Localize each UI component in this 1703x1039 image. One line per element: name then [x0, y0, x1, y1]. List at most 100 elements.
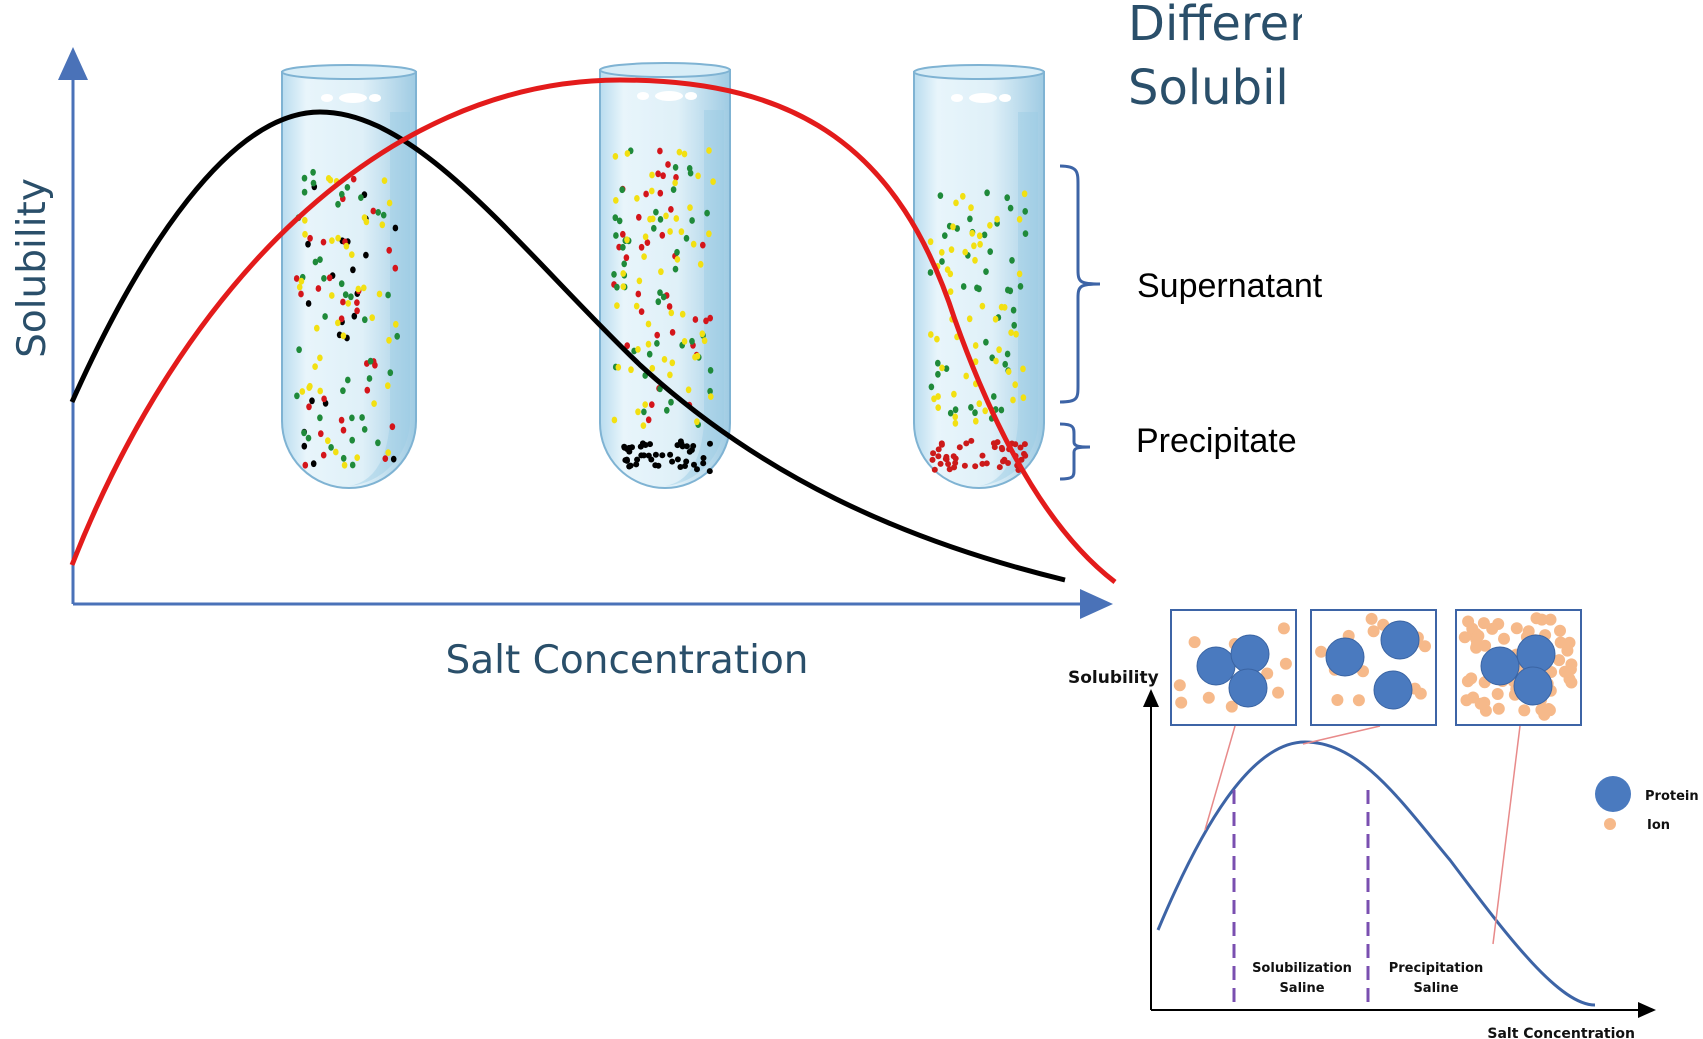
suspended-particle [649, 401, 655, 408]
suspended-particle [624, 150, 631, 157]
tube-highlight [339, 93, 367, 103]
precipitate-particle [1000, 458, 1006, 465]
suspended-particle [953, 199, 959, 207]
precipitate-bracket [1059, 422, 1091, 481]
suspended-particle [392, 224, 399, 232]
suspended-particle [645, 416, 652, 424]
suspended-particle [664, 406, 670, 414]
ion [1419, 640, 1431, 653]
inset-y-axis-label: Solubility [1068, 668, 1159, 688]
suspended-particle [1016, 270, 1023, 278]
suspended-particle [1009, 257, 1015, 264]
suspended-particle [1004, 194, 1010, 202]
suspended-particle [326, 274, 333, 282]
suspended-particle [354, 307, 360, 315]
suspended-particle [315, 285, 322, 292]
precipitate-particle [669, 458, 676, 465]
ion [1535, 613, 1548, 626]
suspended-particle [987, 248, 993, 256]
connector-middle [1302, 725, 1381, 745]
suspended-particle [952, 413, 958, 421]
suspended-particle [296, 283, 303, 291]
suspended-particle [694, 418, 700, 426]
suspended-particle [624, 342, 630, 350]
tube-highlight [637, 92, 649, 100]
suspended-particle [971, 242, 977, 250]
inset-solubility-curve [1156, 740, 1596, 1007]
tube-highlight [951, 94, 963, 102]
suspended-particle [350, 175, 357, 183]
suspended-particle [296, 346, 302, 354]
suspended-particle [390, 455, 397, 463]
suspended-particle [310, 179, 317, 187]
suspended-particle [676, 148, 683, 156]
ion [1175, 696, 1188, 709]
suspended-particle [340, 298, 346, 306]
suspended-particle [672, 265, 679, 273]
ion [1465, 672, 1478, 685]
suspended-particle [619, 186, 625, 194]
suspended-particle [361, 284, 367, 292]
suspended-particle [615, 363, 622, 371]
suspended-particle [349, 436, 356, 444]
precipitate-particle [998, 444, 1005, 451]
precipitate-particle [1021, 441, 1028, 448]
suspended-particle [979, 302, 986, 310]
tube-highlight [999, 94, 1011, 102]
tube-shade [349, 112, 410, 486]
suspended-particle [646, 350, 653, 358]
suspended-particle [991, 393, 997, 400]
suspended-particle [993, 357, 999, 365]
precipitate-label: Precipitate [1136, 422, 1297, 460]
suspended-particle [386, 199, 393, 207]
suspended-particle [701, 337, 708, 345]
ion [1173, 679, 1186, 692]
test-tubes [281, 62, 1045, 489]
suspended-particle [375, 439, 381, 447]
suspended-particle [312, 258, 319, 266]
suspended-particle [699, 330, 706, 338]
suspended-particle [935, 393, 941, 400]
precipitate-particle [642, 442, 649, 448]
suspended-particle [669, 329, 676, 336]
suspended-particle [935, 370, 941, 378]
ion [1510, 622, 1523, 635]
suspended-particle [385, 449, 392, 456]
ion [1474, 697, 1487, 710]
tube-rim [281, 64, 417, 80]
suspended-particle [972, 342, 979, 349]
suspended-particle [939, 258, 945, 265]
protein [1380, 620, 1420, 660]
suspended-particle [634, 195, 640, 202]
suspended-particle [616, 217, 623, 225]
suspended-particle [672, 179, 678, 187]
suspended-particle [312, 363, 318, 370]
ion [1491, 688, 1504, 700]
precipitate-particle [627, 462, 634, 469]
suspended-particle [328, 444, 334, 451]
suspended-particle [614, 283, 620, 291]
legend-ion-label: Ion [1647, 818, 1670, 833]
suspended-particle [665, 161, 671, 168]
precipitate-particle [674, 456, 681, 463]
suspended-particle [998, 303, 1005, 311]
suspended-particle [335, 234, 341, 242]
suspended-particle [386, 336, 392, 344]
suspended-particle [1022, 230, 1029, 238]
precipitate-particle [952, 455, 959, 462]
suspended-particle [954, 225, 960, 232]
suspended-particle [340, 426, 347, 434]
suspended-particle [657, 289, 663, 296]
supernatant-label: Supernatant [1137, 267, 1323, 305]
ion [1554, 636, 1567, 649]
suspended-particle [349, 461, 356, 469]
precipitate-particle [652, 451, 659, 458]
suspended-particle [681, 338, 688, 345]
suspended-particle [928, 331, 934, 338]
suspended-particle [939, 364, 945, 372]
suspended-particle [613, 197, 619, 204]
precipitate-particle [929, 456, 936, 463]
suspended-particle [981, 231, 988, 239]
protein [1325, 637, 1365, 677]
